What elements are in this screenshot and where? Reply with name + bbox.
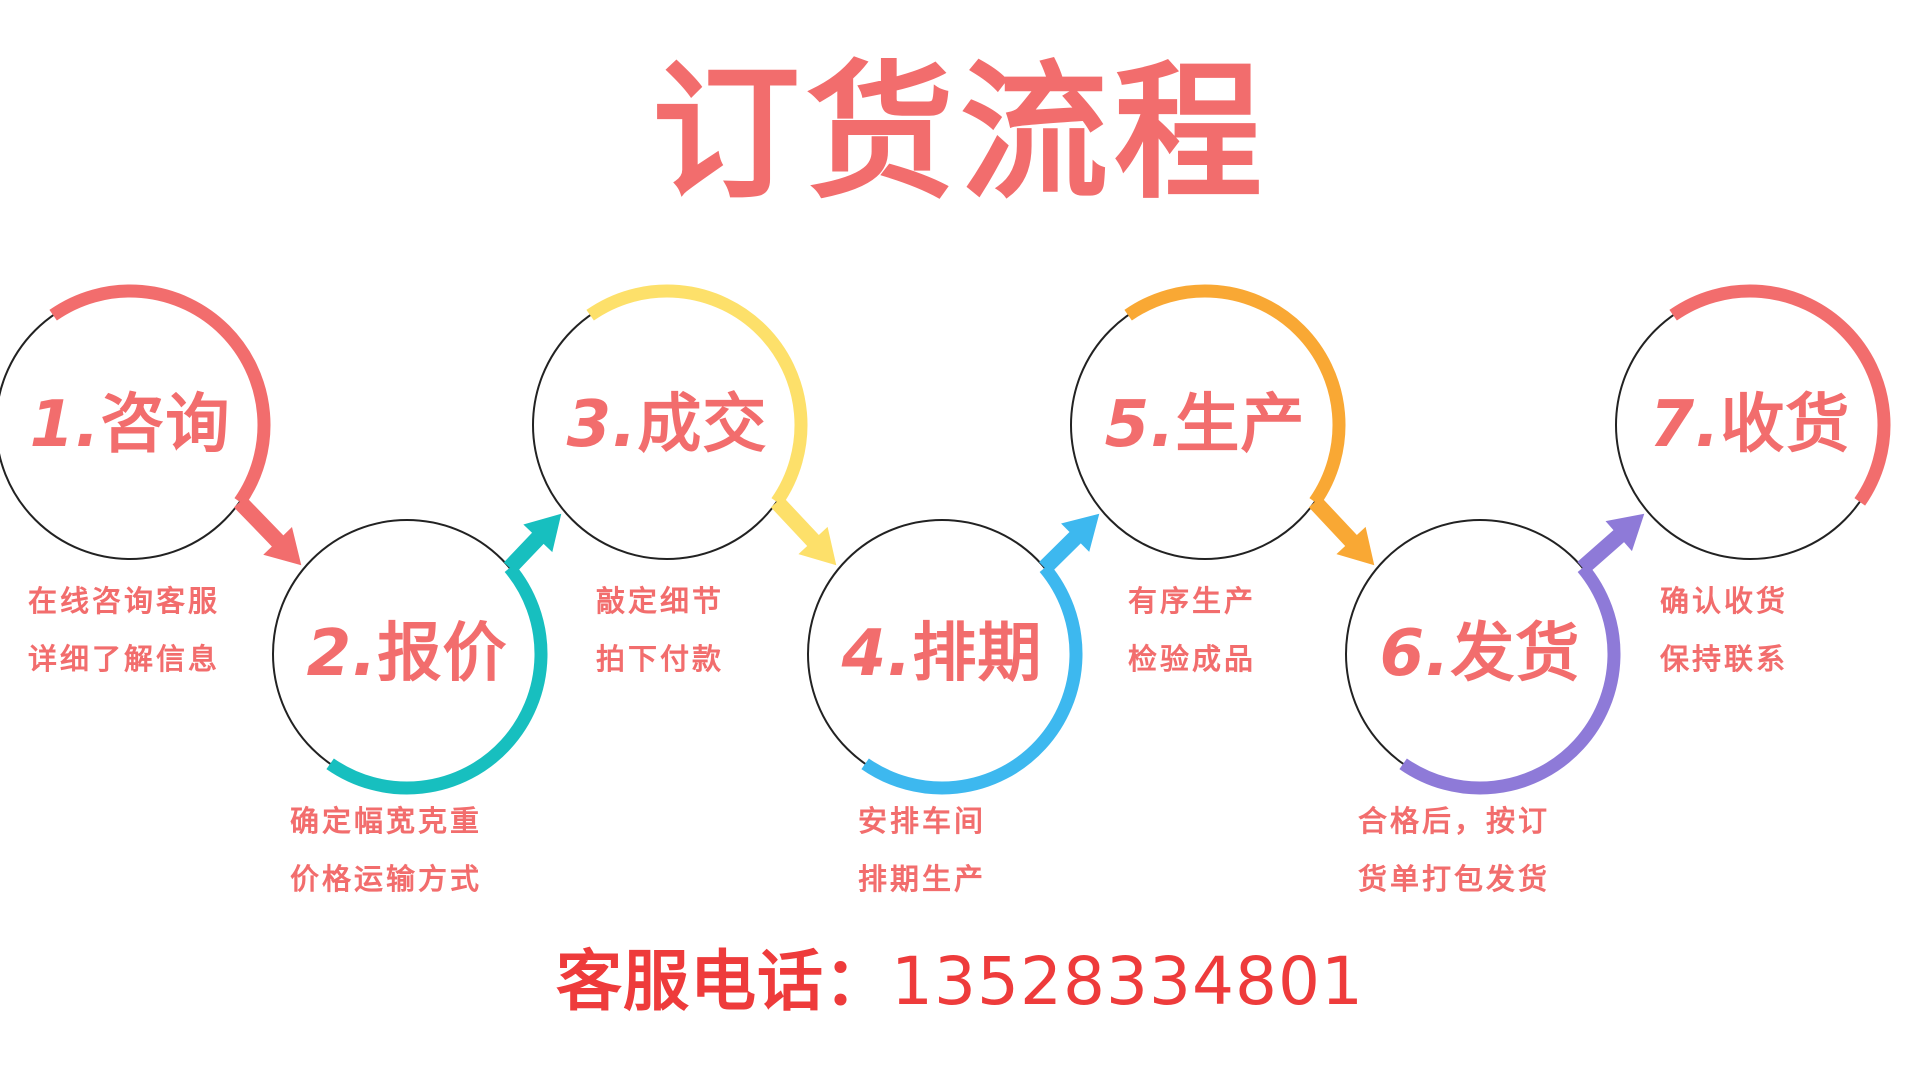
- step-number: 3.: [566, 388, 638, 462]
- step-2-arc: [326, 563, 548, 795]
- step-name: 报价: [377, 617, 508, 691]
- step-7-title: 7.收货: [1600, 383, 1900, 467]
- step-name: 发货: [1450, 617, 1581, 691]
- step-5-title: 5.生产: [1055, 383, 1355, 467]
- description-line: 在线咨询客服: [28, 584, 221, 618]
- step-6-description: 合格后，按订货单打包发货: [1358, 792, 1550, 908]
- step-name: 生产: [1175, 388, 1306, 462]
- step-name: 收货: [1720, 388, 1851, 462]
- step-5-description: 有序生产检验成品: [1128, 572, 1256, 688]
- step-number: 7.: [1649, 388, 1721, 462]
- step-name: 成交: [637, 388, 768, 462]
- description-line: 详细了解信息: [28, 642, 221, 676]
- contact-number: 13528334801: [891, 943, 1364, 1020]
- step-1-description: 在线咨询客服详细了解信息: [28, 572, 220, 688]
- description-line: 合格后，按订: [1358, 804, 1551, 838]
- step-7-description: 确认收货保持联系: [1660, 572, 1788, 688]
- contact-phone: 客服电话：13528334801: [0, 940, 1920, 1024]
- step-1-arc: [49, 284, 271, 506]
- step-2-title: 2.报价: [257, 612, 557, 696]
- arrow-4-to-5: [1039, 513, 1100, 574]
- step-4-description: 安排车间排期生产: [858, 792, 986, 908]
- arrow-6-to-7: [1577, 513, 1645, 574]
- step-3-arc: [586, 284, 808, 506]
- description-line: 确认收货: [1660, 584, 1789, 618]
- description-line: 拍下付款: [596, 642, 725, 676]
- step-2-description: 确定幅宽克重价格运输方式: [290, 792, 482, 908]
- step-6-arc: [1399, 563, 1621, 795]
- arrow-1-to-2: [234, 496, 302, 566]
- step-number: 1.: [29, 388, 101, 462]
- step-number: 5.: [1104, 388, 1176, 462]
- arrow-2-to-3: [503, 513, 562, 574]
- step-name: 排期: [912, 617, 1043, 691]
- description-line: 有序生产: [1128, 584, 1257, 618]
- step-5-arc: [1124, 284, 1346, 506]
- contact-label: 客服电话：: [556, 943, 892, 1020]
- step-3-description: 敲定细节拍下付款: [596, 572, 724, 688]
- step-number: 2.: [306, 617, 378, 691]
- description-line: 排期生产: [858, 862, 987, 896]
- step-3-title: 3.成交: [517, 383, 817, 467]
- description-line: 敲定细节: [596, 584, 725, 618]
- step-1-title: 1.咨询: [0, 383, 280, 467]
- description-line: 价格运输方式: [290, 862, 483, 896]
- step-4-arc: [861, 563, 1083, 795]
- arrow-3-to-4: [770, 496, 837, 566]
- description-line: 安排车间: [858, 804, 987, 838]
- step-number: 6.: [1379, 617, 1451, 691]
- description-line: 检验成品: [1128, 642, 1257, 676]
- description-line: 确定幅宽克重: [290, 804, 483, 838]
- step-number: 4.: [841, 617, 913, 691]
- description-line: 货单打包发货: [1358, 862, 1551, 896]
- page-title: 订货流程: [652, 47, 1268, 219]
- arrow-5-to-6: [1308, 496, 1375, 566]
- step-4-title: 4.排期: [792, 612, 1092, 696]
- description-line: 保持联系: [1660, 642, 1789, 676]
- step-7-arc: [1669, 284, 1891, 506]
- step-name: 咨询: [100, 388, 231, 462]
- step-6-title: 6.发货: [1330, 612, 1630, 696]
